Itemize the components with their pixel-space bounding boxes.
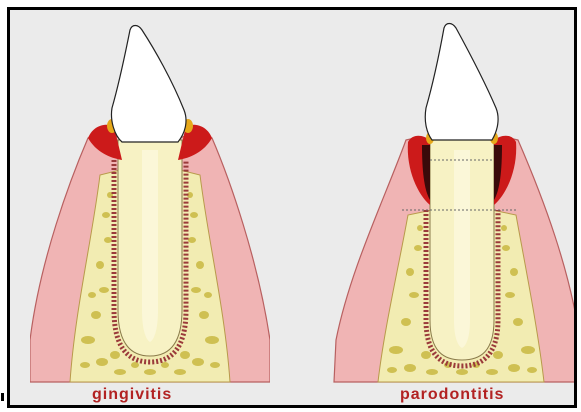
root-canal [454,150,470,348]
tooth-crown [111,26,186,143]
root-canal [142,150,158,342]
corner-marker [1,393,4,401]
parodontitis-illustration [322,10,577,390]
tooth-crown [425,24,498,141]
gingivitis-illustration [30,10,270,390]
parodontitis-label: parodontitis [400,386,504,404]
diagram-frame: gingivitis parodontitis [7,7,577,408]
gingivitis-label: gingivitis [92,386,172,404]
